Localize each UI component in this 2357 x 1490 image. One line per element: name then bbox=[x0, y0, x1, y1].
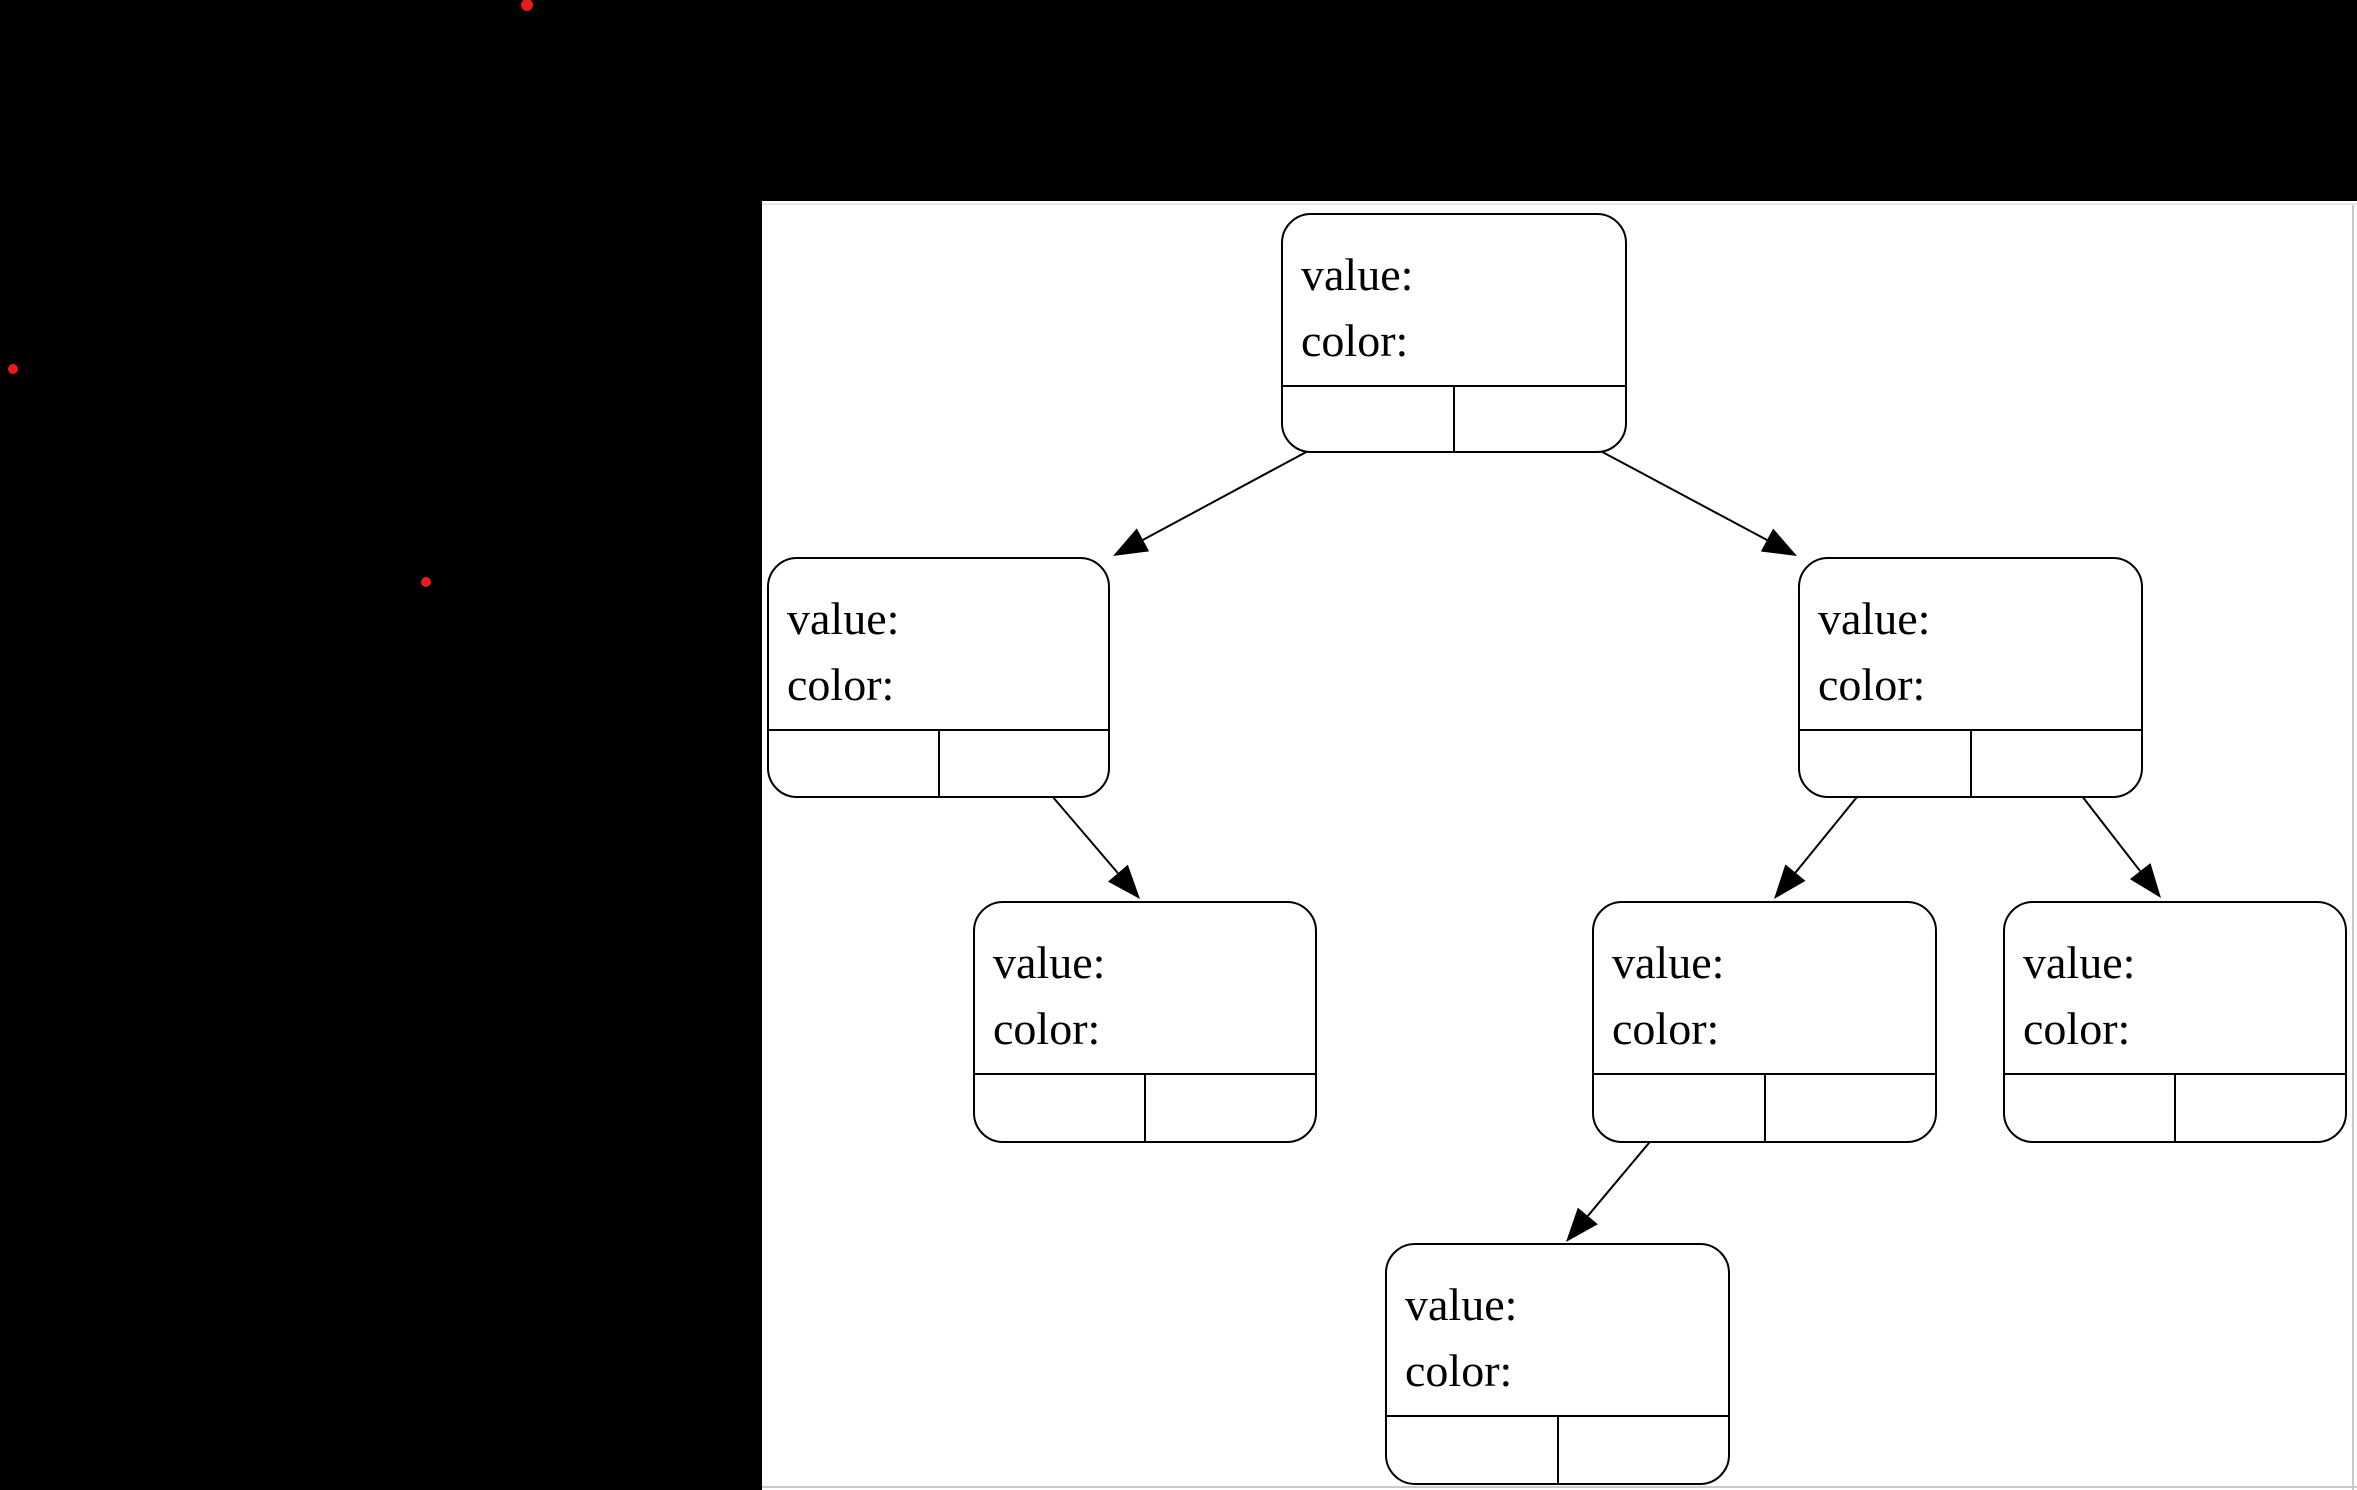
red-marker-dot bbox=[521, 0, 533, 11]
node-field-label: color: bbox=[1405, 1345, 1513, 1396]
node-divider-vertical bbox=[1453, 385, 1455, 451]
node-fields: value: color: bbox=[993, 930, 1105, 1062]
node-field-label: value: bbox=[1405, 1279, 1518, 1330]
tree-node-root: value: color: bbox=[1281, 213, 1627, 453]
node-field-label: color: bbox=[993, 1003, 1101, 1054]
node-field-label: value: bbox=[1818, 593, 1931, 644]
node-divider-vertical bbox=[937, 729, 940, 796]
node-fields: value: color: bbox=[2023, 930, 2135, 1062]
node-field-label: value: bbox=[1301, 249, 1414, 300]
node-field-label: value: bbox=[2023, 937, 2136, 988]
tree-node-left: value: color: bbox=[767, 557, 1110, 798]
tree-node-right: value: color: bbox=[1798, 557, 2143, 798]
node-divider-vertical bbox=[1763, 1073, 1766, 1141]
node-fields: value: color: bbox=[1612, 930, 1724, 1062]
tree-node-left-right: value: color: bbox=[973, 901, 1317, 1143]
node-divider-vertical bbox=[2174, 1073, 2176, 1141]
node-field-label: color: bbox=[787, 659, 895, 710]
tree-node-right-left: value: color: bbox=[1592, 901, 1937, 1143]
tree-node-right-left-left: value: color: bbox=[1385, 1243, 1730, 1485]
node-divider-vertical bbox=[1144, 1073, 1146, 1141]
node-field-label: value: bbox=[993, 937, 1106, 988]
node-fields: value: color: bbox=[1405, 1272, 1517, 1404]
node-field-label: color: bbox=[1612, 1003, 1720, 1054]
red-marker-dot bbox=[8, 364, 18, 374]
node-field-label: value: bbox=[787, 593, 900, 644]
node-field-label: value: bbox=[1612, 937, 1725, 988]
node-fields: value: color: bbox=[787, 586, 899, 718]
node-fields: value: color: bbox=[1301, 242, 1413, 374]
canvas-bottom-edge bbox=[762, 1486, 2357, 1488]
canvas-right-edge bbox=[2352, 205, 2354, 1490]
canvas-top-edge bbox=[762, 203, 2357, 205]
tree-node-right-right: value: color: bbox=[2003, 901, 2347, 1143]
node-field-label: color: bbox=[1301, 315, 1409, 366]
node-field-label: color: bbox=[1818, 659, 1926, 710]
red-marker-dot bbox=[421, 577, 431, 587]
node-field-label: color: bbox=[2023, 1003, 2131, 1054]
node-divider-vertical bbox=[1969, 729, 1972, 796]
node-fields: value: color: bbox=[1818, 586, 1930, 718]
node-divider-vertical bbox=[1556, 1415, 1559, 1483]
